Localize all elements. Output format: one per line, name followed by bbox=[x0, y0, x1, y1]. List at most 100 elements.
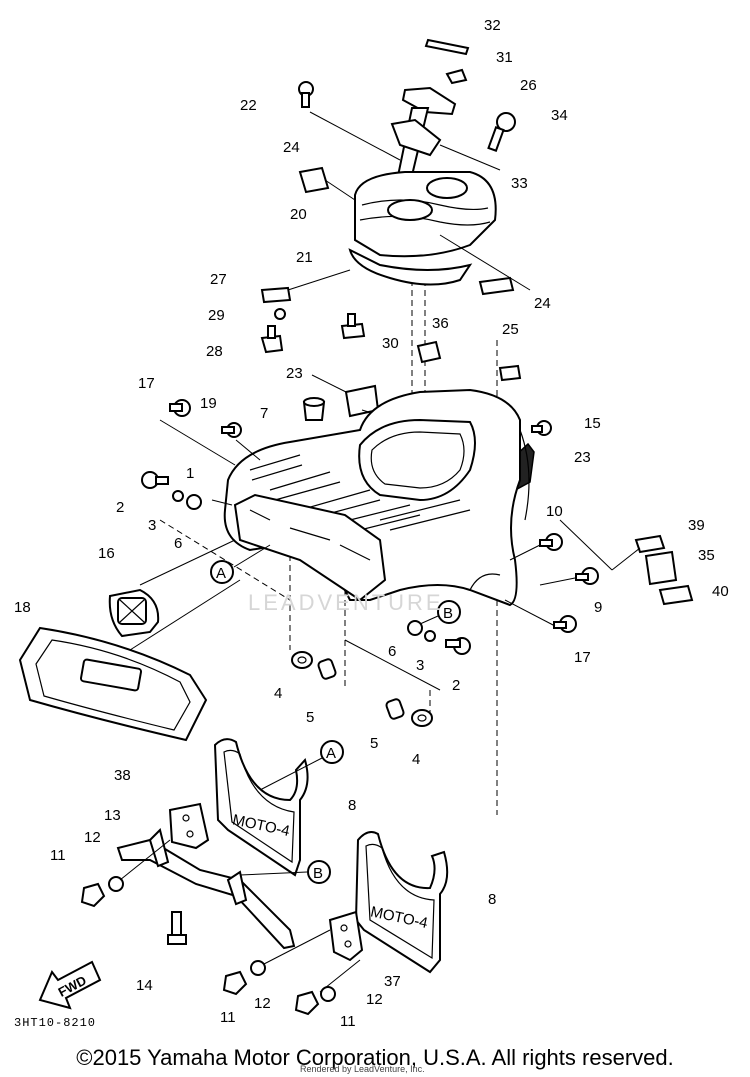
screw-30 bbox=[340, 313, 366, 340]
callout-10: 10 bbox=[546, 503, 563, 520]
callout-20: 20 bbox=[290, 206, 307, 223]
callout-7: 7 bbox=[260, 405, 268, 422]
mudflap-8a bbox=[213, 738, 309, 877]
screw-28 bbox=[260, 325, 284, 354]
callout-16: 16 bbox=[98, 545, 115, 562]
bolt-19 bbox=[221, 422, 242, 438]
bracket-33 bbox=[390, 118, 442, 157]
callout-28: 28 bbox=[206, 343, 223, 360]
grommet-4b bbox=[411, 709, 433, 727]
taillight-group bbox=[18, 539, 241, 742]
callout-40: 40 bbox=[712, 583, 729, 600]
washer-12a bbox=[108, 876, 124, 892]
callout-8b: 8 bbox=[488, 891, 496, 908]
callout-2b: 2 bbox=[452, 677, 460, 694]
callout-26: 26 bbox=[520, 77, 537, 94]
bracket-26 bbox=[401, 86, 457, 116]
label-35 bbox=[644, 550, 678, 586]
callout-34: 34 bbox=[551, 107, 568, 124]
callout-1: 1 bbox=[186, 465, 194, 482]
callout-labels: 32 31 26 34 22 33 24 20 21 24 27 29 28 3… bbox=[14, 17, 729, 1030]
bracket-37 bbox=[328, 910, 364, 962]
callout-9: 9 bbox=[594, 599, 602, 616]
ref-marker-B1: B bbox=[443, 605, 453, 622]
callout-30: 30 bbox=[382, 335, 399, 352]
callout-25: 25 bbox=[502, 321, 519, 338]
document-number: 3HT10-8210 bbox=[14, 1016, 97, 1030]
callout-5b: 5 bbox=[370, 735, 378, 752]
label-25 bbox=[498, 364, 522, 382]
copyright-notice: ©2015 Yamaha Motor Corporation, U.S.A. A… bbox=[76, 1045, 674, 1070]
lower-mount-hardware bbox=[291, 620, 471, 727]
label-40 bbox=[658, 584, 694, 606]
callout-6a: 6 bbox=[174, 535, 182, 552]
nut-11a bbox=[80, 882, 106, 908]
bolt-17b bbox=[553, 615, 577, 633]
callout-12b: 12 bbox=[254, 995, 271, 1012]
ref-marker-A2: A bbox=[326, 745, 336, 762]
side-fasteners bbox=[141, 397, 599, 633]
callout-35: 35 bbox=[698, 547, 715, 564]
callout-13: 13 bbox=[104, 807, 121, 824]
callout-24a: 24 bbox=[283, 139, 300, 156]
bolt-14 bbox=[167, 911, 187, 945]
callout-3b: 3 bbox=[416, 657, 424, 674]
mudflap-8b bbox=[354, 831, 449, 974]
callout-8a: 8 bbox=[348, 797, 356, 814]
gasket-21 bbox=[348, 248, 473, 286]
rear-fender-group bbox=[223, 388, 530, 607]
grommet-4a bbox=[291, 651, 313, 669]
bolt-10 bbox=[539, 533, 563, 551]
callout-4a: 4 bbox=[274, 685, 282, 702]
bolt-2b bbox=[445, 637, 471, 655]
mudflap-right-group: MOTO-4 bbox=[354, 831, 449, 974]
washer-6a bbox=[186, 494, 202, 510]
fastener-group-left bbox=[260, 269, 366, 354]
callout-32: 32 bbox=[484, 17, 501, 34]
callout-14: 14 bbox=[136, 977, 153, 994]
callout-5a: 5 bbox=[306, 709, 314, 726]
callout-15: 15 bbox=[584, 415, 601, 432]
callout-12a: 12 bbox=[84, 829, 101, 846]
callout-6b: 6 bbox=[388, 643, 396, 660]
rendered-by-note: Rendered by LeadVenture, Inc. bbox=[300, 1064, 425, 1074]
grommet-7 bbox=[302, 397, 326, 421]
mudflap-left-group: MOTO-4 bbox=[213, 738, 309, 877]
fwd-arrow: FWD bbox=[38, 960, 102, 1010]
callout-12c: 12 bbox=[366, 991, 383, 1008]
callout-29: 29 bbox=[208, 307, 225, 324]
callout-3a: 3 bbox=[148, 517, 156, 534]
callout-21: 21 bbox=[296, 249, 313, 266]
nut-27 bbox=[260, 286, 292, 304]
callout-11c: 11 bbox=[340, 1013, 356, 1030]
callout-23a: 23 bbox=[286, 365, 303, 382]
bolt-34 bbox=[487, 112, 516, 152]
watermark: LEADVENTURE bbox=[248, 590, 444, 615]
callout-33: 33 bbox=[511, 175, 528, 192]
callout-17a: 17 bbox=[138, 375, 155, 392]
callout-24b: 24 bbox=[534, 295, 551, 312]
callout-19: 19 bbox=[200, 395, 217, 412]
washer-12c bbox=[320, 986, 336, 1002]
bolt-9 bbox=[575, 567, 599, 585]
callout-36: 36 bbox=[432, 315, 449, 332]
bolt-15 bbox=[531, 420, 552, 436]
plate-32 bbox=[424, 38, 470, 56]
collar-5b bbox=[385, 698, 405, 720]
label-24a bbox=[298, 166, 330, 194]
washer-3a bbox=[172, 490, 184, 502]
callout-22: 22 bbox=[240, 97, 257, 114]
bracket-group bbox=[80, 802, 364, 1016]
label-36 bbox=[416, 340, 442, 364]
bolt-17a bbox=[169, 399, 191, 417]
clip-31 bbox=[445, 68, 468, 85]
callout-2a: 2 bbox=[116, 499, 124, 516]
callout-38: 38 bbox=[114, 767, 131, 784]
collar-5a bbox=[317, 658, 337, 680]
bolt-2a bbox=[141, 471, 169, 489]
ref-marker-B2: B bbox=[313, 865, 323, 882]
bolt-22 bbox=[298, 81, 314, 108]
fuel-tank-cover-group bbox=[298, 166, 531, 296]
fender-underside bbox=[233, 493, 387, 602]
